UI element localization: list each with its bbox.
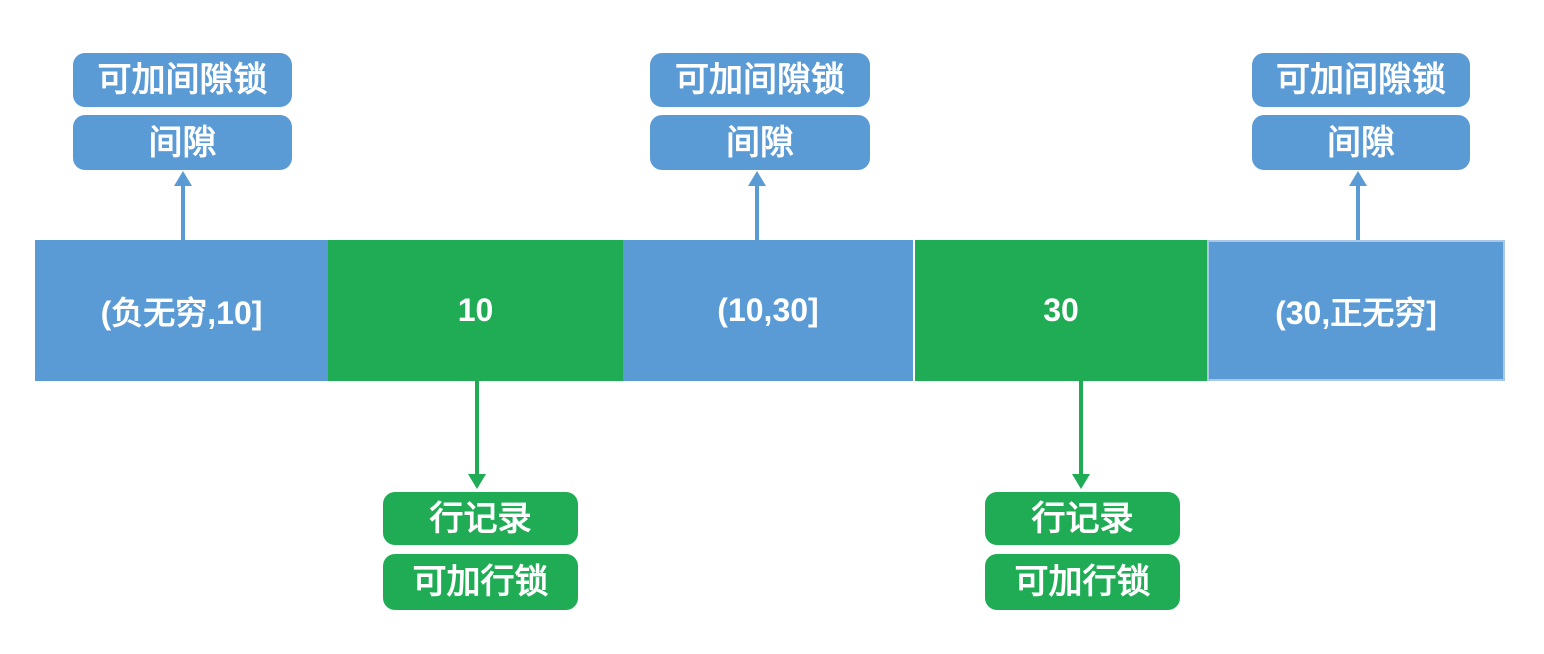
gap-callout-1: 间隙 — [73, 115, 292, 170]
bar-segment-gap-10-30: (10,30] — [623, 240, 913, 381]
row-record-callout-1: 行记录 — [383, 492, 578, 545]
gap-callout-2: 间隙 — [650, 115, 870, 170]
gap-lock-callout-2: 可加间隙锁 — [650, 53, 870, 107]
up-arrow-icon — [748, 171, 766, 186]
row-lock-callout-2: 可加行锁 — [985, 554, 1180, 610]
row-record-callout-2: 行记录 — [985, 492, 1180, 545]
bar-segment-gap-30-pos-inf: (30,正无穷] — [1207, 240, 1505, 381]
up-arrow-icon — [174, 171, 192, 186]
gap-lock-label: 可加间隙锁 — [1276, 61, 1446, 99]
up-arrow-stem — [181, 184, 185, 240]
gap-label: 间隙 — [1327, 123, 1395, 162]
up-arrow-stem — [1356, 184, 1360, 240]
gap-label: 间隙 — [726, 123, 794, 162]
row-lock-label: 可加行锁 — [412, 563, 549, 601]
gap-label: 间隙 — [148, 123, 217, 162]
gap-lock-callout-3: 可加间隙锁 — [1252, 53, 1470, 107]
down-arrow-icon — [468, 474, 486, 489]
up-arrow-icon — [1349, 171, 1367, 186]
gap-lock-label: 可加间隙锁 — [675, 61, 845, 99]
row-record-label: 行记录 — [1031, 499, 1134, 538]
segment-label: 10 — [457, 292, 494, 328]
segment-label: 30 — [1043, 292, 1079, 328]
row-lock-callout-1: 可加行锁 — [383, 554, 578, 610]
segment-label: (负无穷,10] — [100, 294, 263, 331]
up-arrow-stem — [755, 184, 759, 240]
bar-segment-gap-neg-inf-10: (负无穷,10] — [35, 240, 328, 381]
row-record-label: 行记录 — [429, 499, 532, 538]
bar-segment-record-30: 30 — [913, 240, 1207, 381]
segment-label: (30,正无穷] — [1275, 294, 1437, 331]
gap-lock-label: 可加间隙锁 — [97, 61, 268, 99]
segment-label: (10,30] — [717, 292, 819, 328]
gap-lock-callout-1: 可加间隙锁 — [73, 53, 292, 107]
row-lock-label: 可加行锁 — [1014, 563, 1151, 601]
bar-segment-record-10: 10 — [328, 240, 623, 381]
down-arrow-stem — [1079, 381, 1083, 476]
down-arrow-stem — [475, 381, 479, 476]
down-arrow-icon — [1072, 474, 1090, 489]
gap-callout-3: 间隙 — [1252, 115, 1470, 170]
